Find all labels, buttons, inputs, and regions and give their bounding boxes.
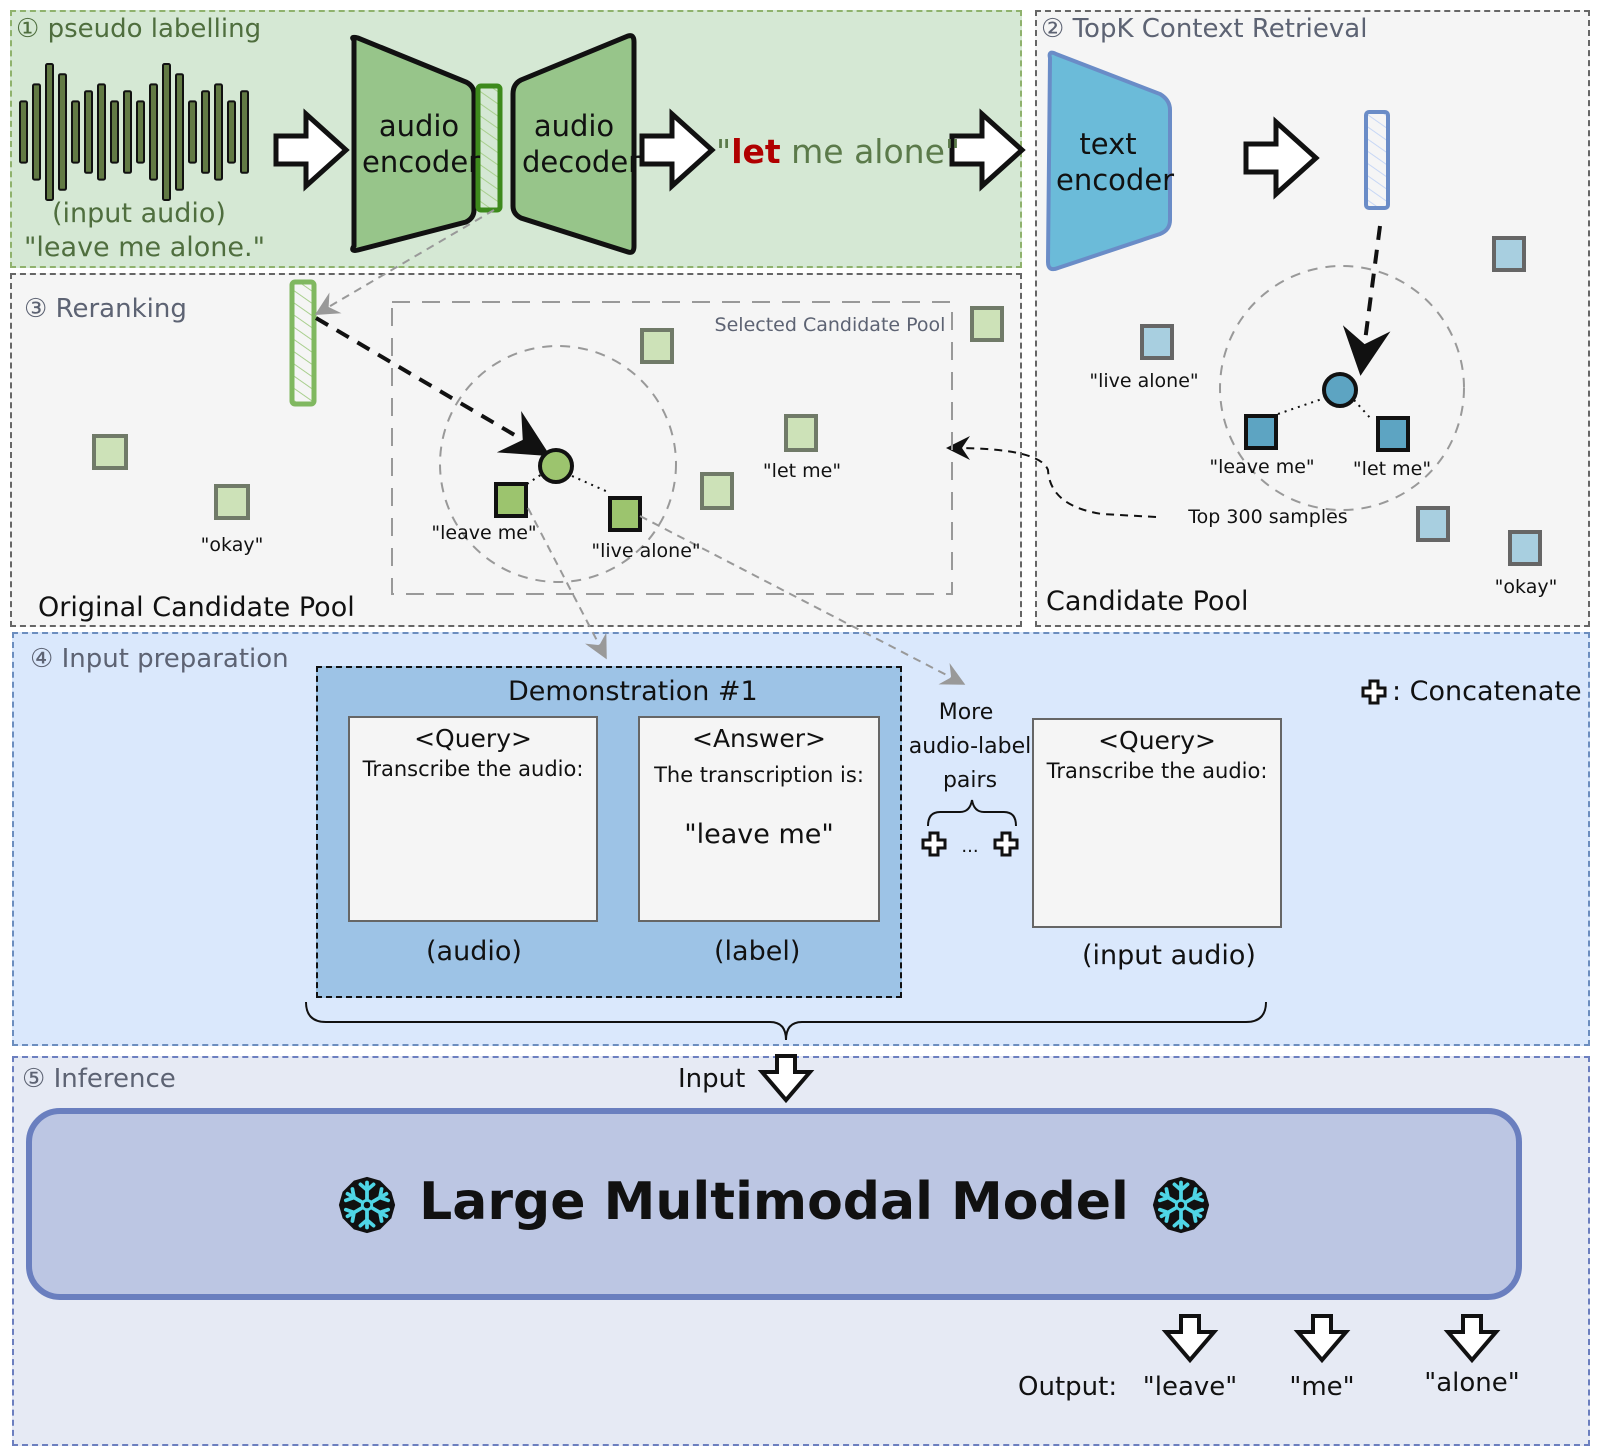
demo-query-card: <Query> Transcribe the audio: <box>348 716 598 922</box>
concatenate-legend: : Concatenate <box>1392 676 1582 707</box>
candidate-label: "okay" <box>200 534 264 556</box>
demonstration-title: Demonstration #1 <box>508 676 758 707</box>
section-title-pseudo-labelling: ① pseudo labelling <box>16 14 262 44</box>
final-query-header: <Query> <box>1098 726 1216 755</box>
candidate-label: "let me" <box>1352 458 1432 480</box>
candidate-label: "let me" <box>762 460 842 482</box>
candidate-label: "live alone" <box>1089 370 1199 392</box>
audio-decoder-label-line1: audio <box>533 109 615 143</box>
output-token: "me" <box>1289 1372 1355 1402</box>
section-title-inference: ⑤ Inference <box>22 1064 176 1094</box>
final-audio-caption: (input audio) <box>1082 940 1256 971</box>
output-token: "alone" <box>1424 1368 1520 1398</box>
model-name: Large Multimodal Model <box>419 1172 1129 1232</box>
final-query-card: <Query> Transcribe the audio: <box>1032 718 1282 928</box>
model-title: Large Multimodal Model <box>32 1172 1516 1235</box>
audio-decoder-label-line2: decoder <box>522 145 641 179</box>
query-header: <Query> <box>414 724 532 753</box>
snowflake-icon <box>1152 1176 1209 1234</box>
input-audio-caption: (input audio) <box>52 198 226 229</box>
selected-pool-label: Selected Candidate Pool <box>714 314 946 336</box>
audio-encoder-label-line2: encoder <box>362 145 481 179</box>
audio-encoder-label-line1: audio <box>378 109 460 143</box>
candidate-label: "leave me" <box>431 522 537 544</box>
label-caption: (label) <box>714 936 801 967</box>
quote: " <box>716 132 732 171</box>
original-pool-label: Original Candidate Pool <box>38 592 355 623</box>
input-transcript: "leave me alone." <box>24 232 266 263</box>
ellipsis: ... <box>961 836 979 857</box>
candidate-label: "leave me" <box>1209 456 1315 478</box>
top-samples-label: Top 300 samples <box>1188 506 1348 528</box>
pseudo-label-rest: me alone" <box>780 132 961 171</box>
candidate-label: "live alone" <box>591 540 701 562</box>
section-title-reranking: ③ Reranking <box>24 294 187 324</box>
more-pairs-line1: More <box>938 700 994 725</box>
error-word: let <box>731 132 781 171</box>
pseudo-label: "let me alone" <box>716 132 960 171</box>
text-encoder-label: text encoder <box>1056 126 1174 198</box>
audio-encoder-label: audio encoder <box>362 108 480 180</box>
text-encoder-label-line2: encoder <box>1056 163 1175 197</box>
large-multimodal-model: Large Multimodal Model <box>26 1108 1522 1300</box>
answer-value: "leave me" <box>684 819 834 850</box>
output-label: Output: <box>1018 1372 1118 1402</box>
panel-topk-retrieval <box>1035 10 1590 627</box>
answer-header: <Answer> <box>692 724 826 753</box>
query-text: Transcribe the audio: <box>362 757 584 781</box>
section-title-input-prep: ④ Input preparation <box>30 644 289 674</box>
audio-decoder-label: audio decoder <box>522 108 640 180</box>
output-token: "leave" <box>1142 1372 1238 1402</box>
more-pairs-line2: audio-label <box>908 734 1032 759</box>
more-pairs-line3: pairs <box>942 768 998 793</box>
demo-answer-card: <Answer> The transcription is: "leave me… <box>638 716 880 922</box>
input-label: Input <box>678 1064 746 1094</box>
audio-caption: (audio) <box>426 936 522 967</box>
answer-text: The transcription is: <box>654 763 864 787</box>
candidate-pool-label: Candidate Pool <box>1046 586 1249 617</box>
candidate-label: "okay" <box>1494 576 1558 598</box>
text-encoder-label-line1: text <box>1079 127 1137 161</box>
final-query-text: Transcribe the audio: <box>1046 759 1268 783</box>
section-title-topk: ② TopK Context Retrieval <box>1041 14 1368 44</box>
snowflake-icon <box>339 1176 396 1234</box>
